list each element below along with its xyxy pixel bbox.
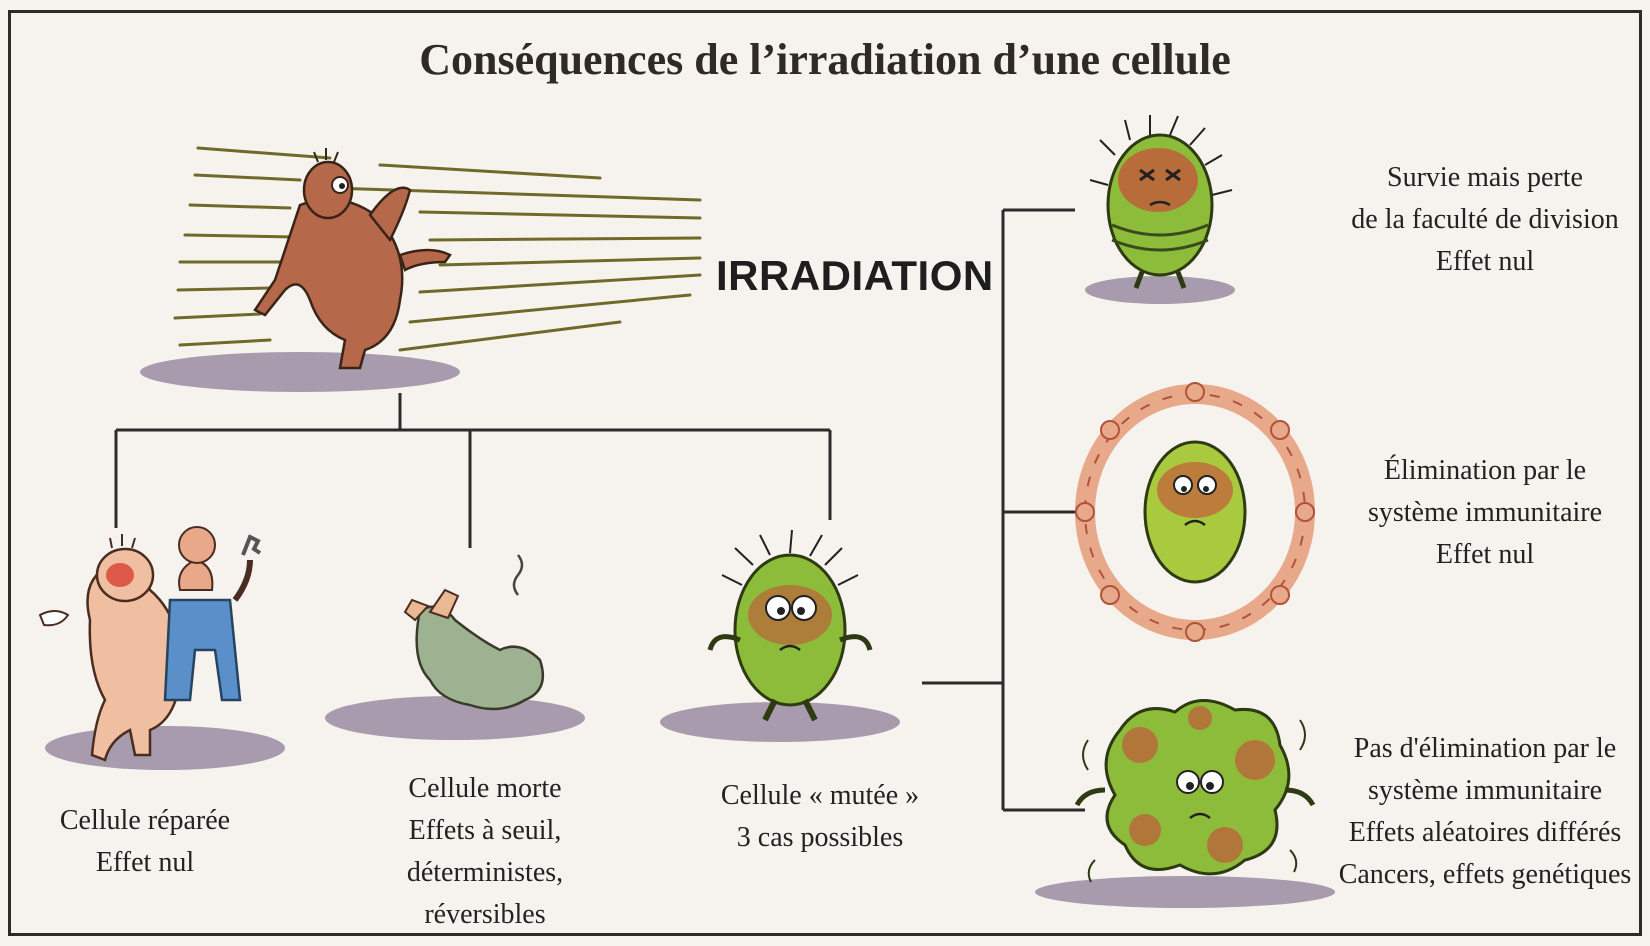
case-survival-text: Survie mais perte de la faculté de divis… xyxy=(1340,157,1630,283)
case-no-elimination-text: Pas d'élimination par le système immunit… xyxy=(1330,728,1640,896)
case-elimination-text: Élimination par le système immunitaire E… xyxy=(1340,450,1630,576)
outcome-dead-text: Cellule morte Effets à seuil, déterminis… xyxy=(380,768,590,936)
outcome-line: réversibles xyxy=(380,894,590,936)
outcome-mutated-text: Cellule « mutée » 3 cas possibles xyxy=(700,775,940,859)
outcome-line: Cellule « mutée » xyxy=(700,775,940,817)
case-survival-illustration xyxy=(1085,115,1235,304)
case-line: Effet nul xyxy=(1340,534,1630,576)
case-line: de la faculté de division xyxy=(1340,199,1630,241)
outcome-line: Effets à seuil, xyxy=(380,810,590,852)
case-elimination-illustration xyxy=(1076,383,1314,641)
outcome-line: Cellule morte xyxy=(380,768,590,810)
outcome-line: 3 cas possibles xyxy=(700,817,940,859)
case-line: système immunitaire xyxy=(1330,770,1640,812)
case-line: Effet nul xyxy=(1340,241,1630,283)
case-line: Pas d'élimination par le xyxy=(1330,728,1640,770)
case-line: système immunitaire xyxy=(1340,492,1630,534)
dead-cell-illustration xyxy=(325,555,585,740)
case-line: Effets aléatoires différés xyxy=(1330,812,1640,854)
outcome-repaired-text: Cellule réparée Effet nul xyxy=(40,800,250,884)
mutated-cell-illustration xyxy=(660,530,900,742)
outcome-line: déterministes, xyxy=(380,852,590,894)
case-line: Cancers, effets genétiques xyxy=(1330,854,1640,896)
irradiation-illustration xyxy=(140,148,700,392)
case-line: Élimination par le xyxy=(1340,450,1630,492)
repaired-cell-illustration xyxy=(40,527,285,770)
irradiation-label: IRRADIATION xyxy=(716,252,994,300)
case-no-elimination-illustration xyxy=(1035,700,1335,908)
outcome-line: Cellule réparée xyxy=(40,800,250,842)
outcome-line: Effet nul xyxy=(40,842,250,884)
case-line: Survie mais perte xyxy=(1340,157,1630,199)
radiation-rays-icon xyxy=(175,148,700,350)
